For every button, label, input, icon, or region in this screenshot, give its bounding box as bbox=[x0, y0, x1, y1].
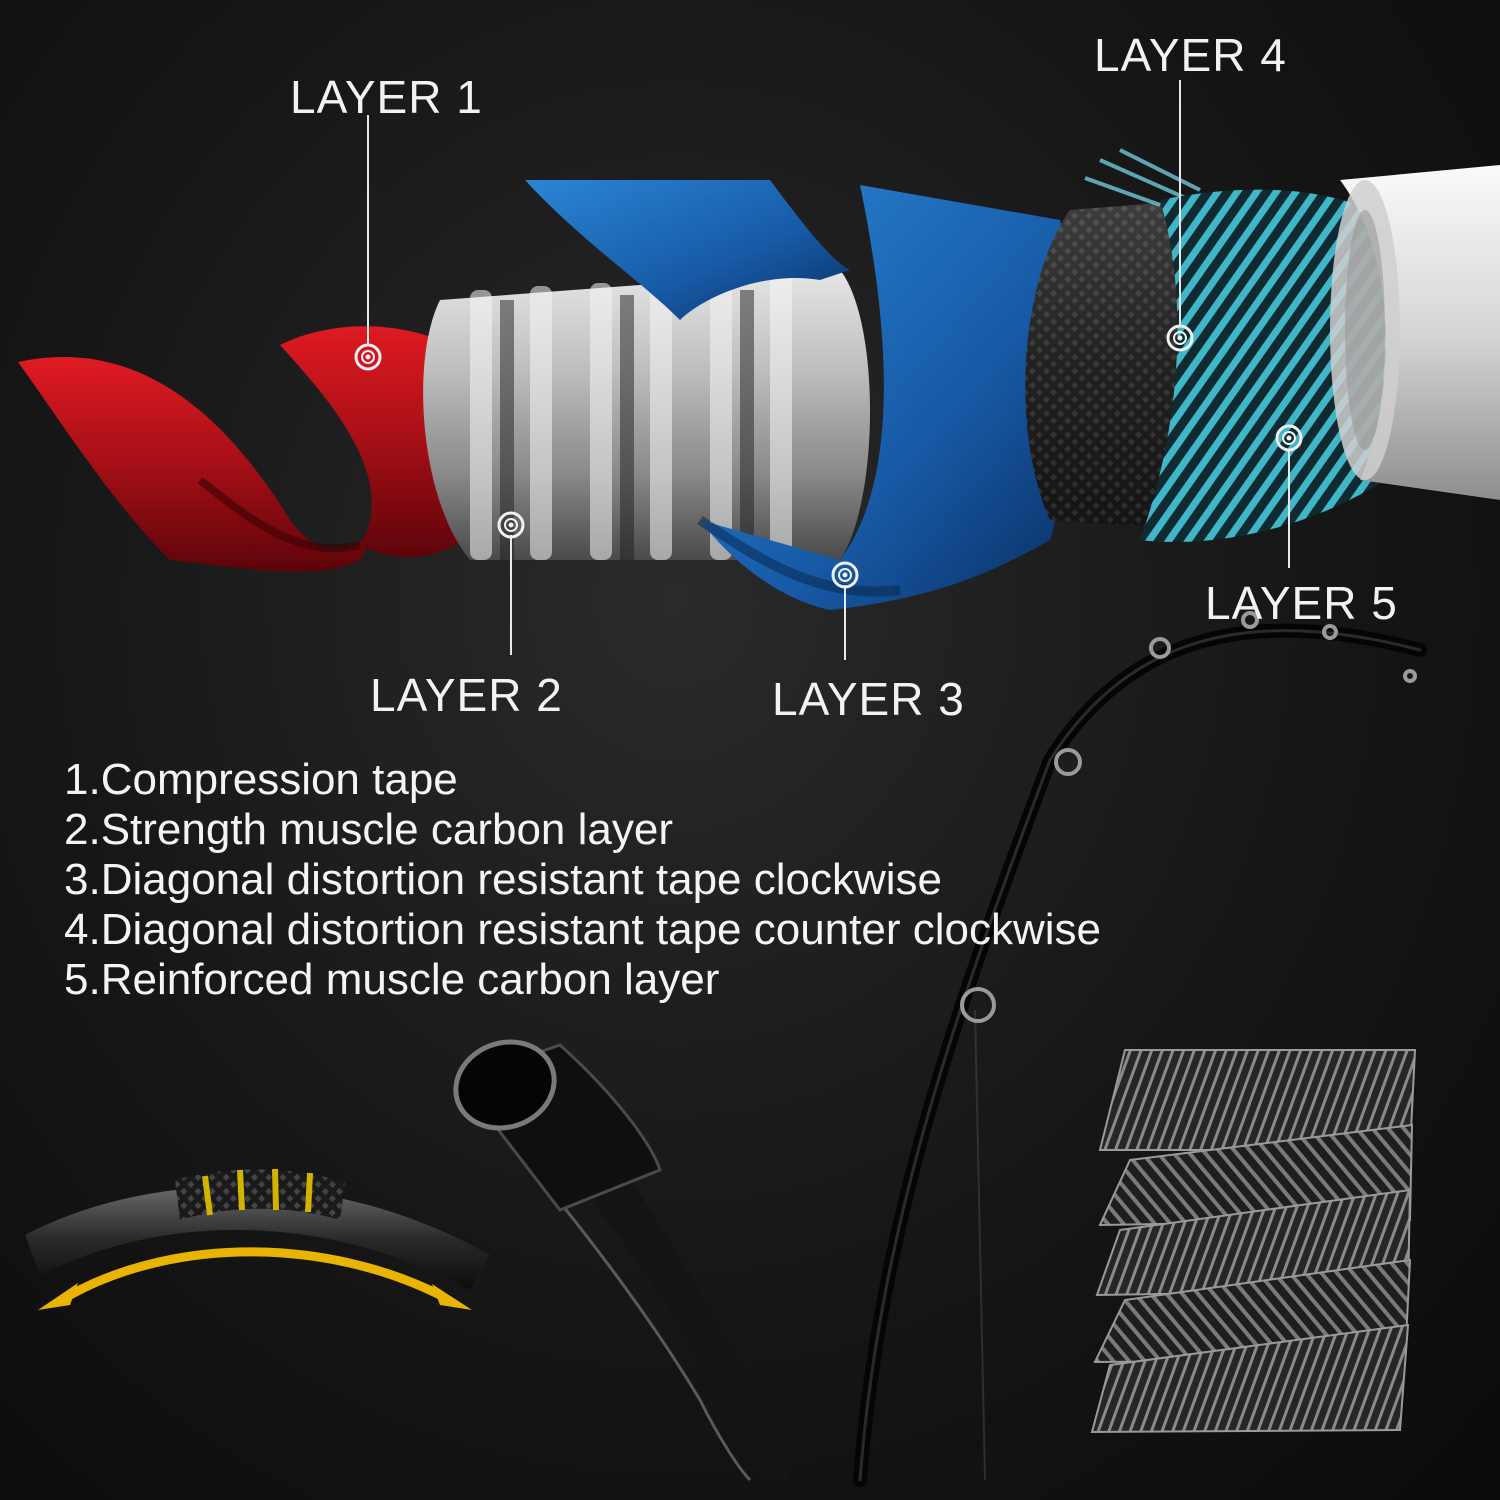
target-marker-icon bbox=[1166, 324, 1194, 352]
layer-3-diagonal-tape bbox=[525, 180, 1071, 610]
layer-2-carbon-tube bbox=[423, 270, 870, 560]
layer-1-label: LAYER 1 bbox=[290, 71, 483, 123]
layer-2-label: LAYER 2 bbox=[370, 669, 563, 721]
flex-rod-section bbox=[25, 1168, 490, 1310]
layer-4-label: LAYER 4 bbox=[1094, 29, 1287, 81]
legend-item-4: 4.Diagonal distortion resistant tape cou… bbox=[64, 905, 1101, 954]
bend-arrow-icon-right bbox=[432, 1284, 472, 1310]
target-marker-icon bbox=[497, 511, 525, 539]
target-markers bbox=[354, 324, 1303, 589]
carbon-sheet-stack bbox=[1090, 1049, 1417, 1434]
layer-legend: 1.Compression tape 2.Strength muscle car… bbox=[64, 755, 1101, 1005]
layer-1-compression-tape bbox=[18, 326, 480, 572]
rod-tip-closeup bbox=[453, 1039, 790, 1482]
bend-arrow-icon bbox=[38, 1283, 78, 1310]
target-marker-icon bbox=[354, 343, 382, 371]
layer-3-label: LAYER 3 bbox=[772, 673, 965, 725]
layer-5-label: LAYER 5 bbox=[1205, 577, 1398, 629]
target-marker-icon bbox=[1275, 424, 1303, 452]
legend-item-2: 2.Strength muscle carbon layer bbox=[64, 805, 673, 854]
legend-item-1: 1.Compression tape bbox=[64, 755, 458, 804]
legend-item-5: 5.Reinforced muscle carbon layer bbox=[64, 955, 720, 1004]
fishing-rod bbox=[853, 611, 1427, 1487]
target-marker-icon bbox=[831, 561, 859, 589]
leader-lines bbox=[367, 80, 1290, 660]
legend-item-3: 3.Diagonal distortion resistant tape clo… bbox=[64, 855, 943, 904]
layer-5-reinforced-carbon bbox=[1140, 165, 1500, 542]
